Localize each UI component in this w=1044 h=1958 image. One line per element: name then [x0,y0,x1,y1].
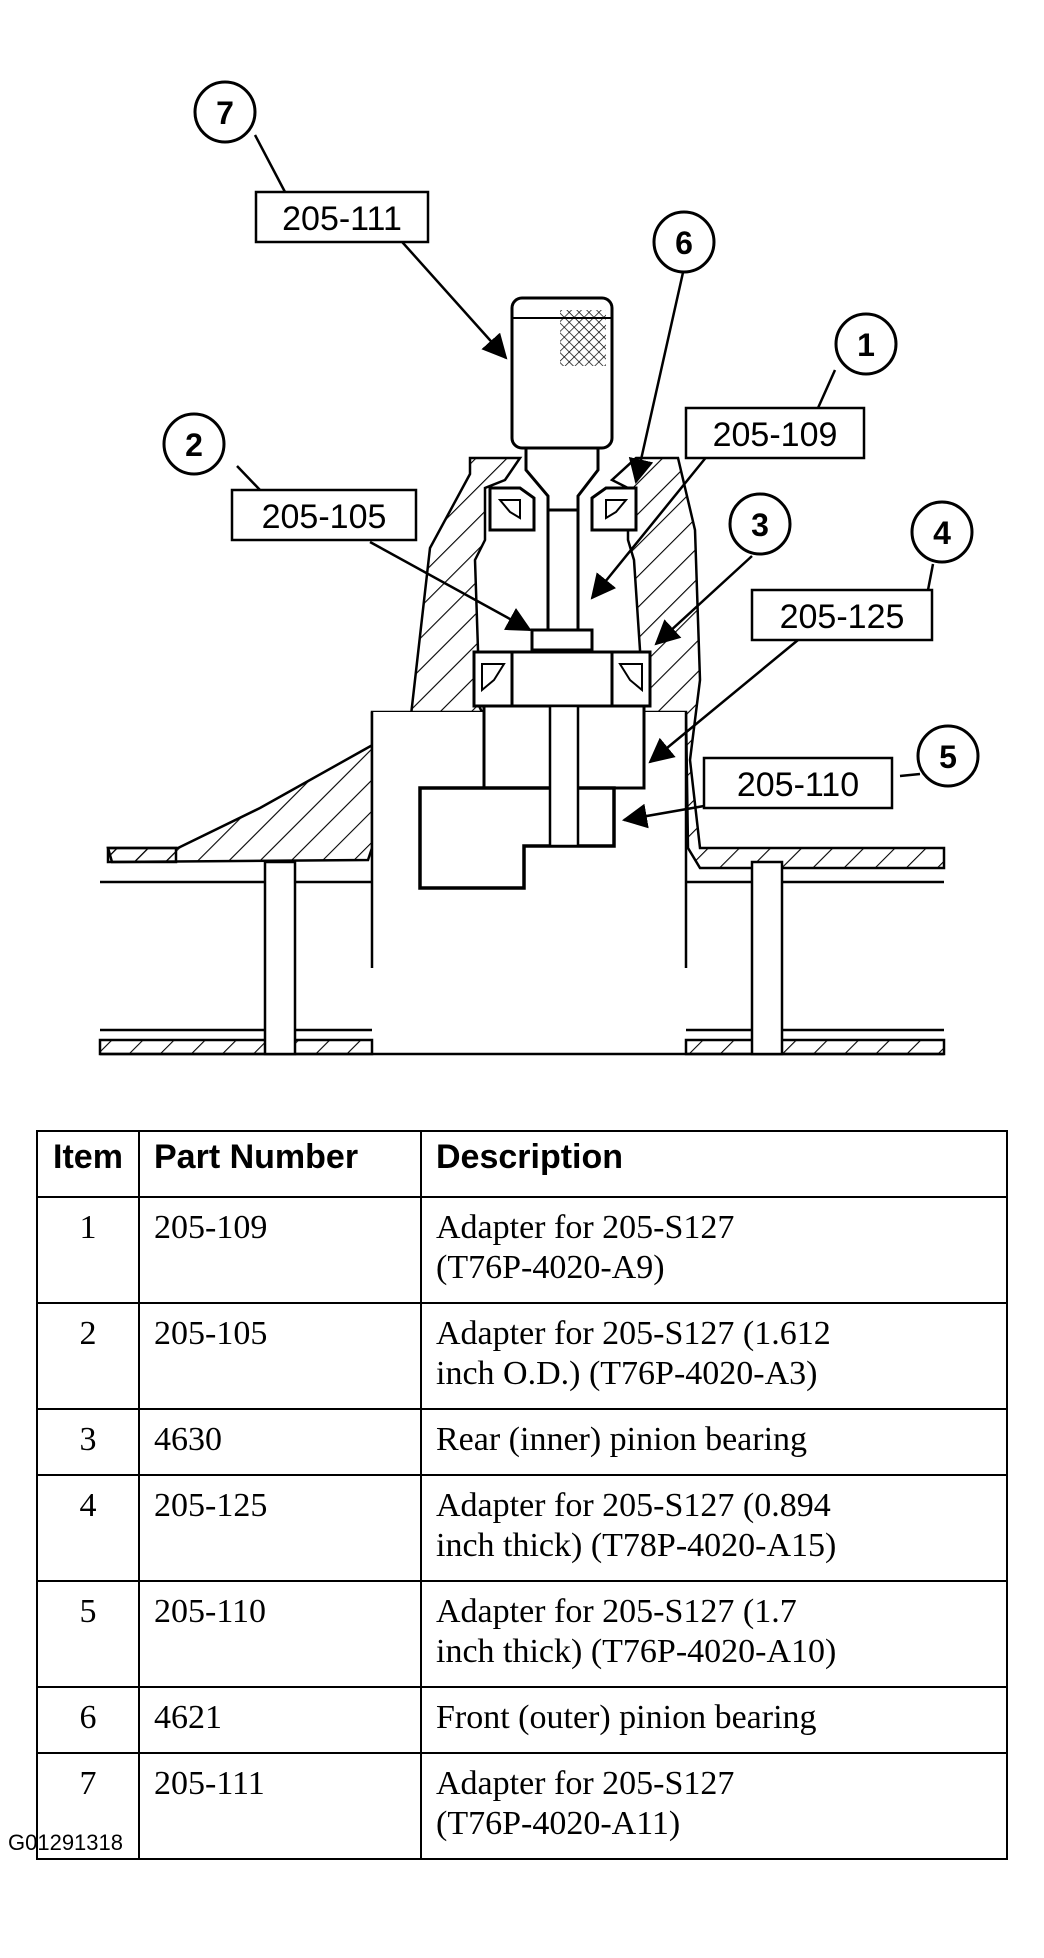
item-cell: 6 [36,1686,140,1754]
callout-7: 7 205-111 [193,80,430,244]
item-cell: 4 [36,1474,140,1582]
item-cell: 3 [36,1408,140,1476]
item-cell: 7 [36,1752,140,1860]
table-row: 6 4621 Front (outer) pinion bearing [36,1686,1008,1754]
callout-4-part-label: 205-125 [780,598,905,636]
callout-1: 1 205-109 [684,312,898,460]
svg-text:6: 6 [675,225,693,261]
callout-1-part-label: 205-109 [713,416,838,454]
part-number-cell: 205-111 [138,1752,422,1860]
table-row: 7 205-111 Adapter for 205-S127(T76P-4020… [36,1752,1008,1860]
part-number-cell: 205-125 [138,1474,422,1582]
header-part-number: Part Number [138,1130,422,1198]
callout-3: 3 [728,492,792,556]
svg-text:7: 7 [216,95,234,131]
header-description: Description [420,1130,1008,1198]
svg-text:2: 2 [185,427,203,463]
svg-text:4: 4 [933,515,951,551]
tool-assembly [418,296,652,890]
callout-2-part-label: 205-105 [262,498,387,536]
figure-id: G01291318 [8,1830,123,1855]
pinion-bearing-installation-diagram: 7 205-111 6 1 205-109 2 205-105 3 4 205-… [98,80,980,1056]
description-cell: Rear (inner) pinion bearing [420,1408,1008,1476]
svg-text:5: 5 [939,739,957,775]
table-row: 1 205-109 Adapter for 205-S127(T76P-4020… [36,1196,1008,1304]
part-number-cell: 4630 [138,1408,422,1476]
part-number-cell: 205-105 [138,1302,422,1410]
table-row: 3 4630 Rear (inner) pinion bearing [36,1408,1008,1476]
callout-5: 5 205-110 [702,724,980,810]
callout-5-part-label: 205-110 [737,766,859,804]
callout-7-part-label: 205-111 [282,200,402,238]
part-number-cell: 4621 [138,1686,422,1754]
item-cell: 1 [36,1196,140,1304]
callout-4: 4 205-125 [750,500,974,642]
description-cell: Adapter for 205-S127(T76P-4020-A9) [420,1196,1008,1304]
leader-lines [236,134,935,829]
svg-text:1: 1 [857,327,875,363]
table-header-row: Item Part Number Description [36,1130,1008,1198]
description-cell: Adapter for 205-S127(T76P-4020-A11) [420,1752,1008,1860]
item-cell: 5 [36,1580,140,1688]
parts-table: Item Part Number Description 1 205-109 A… [36,1130,1008,1860]
part-number-cell: 205-109 [138,1196,422,1304]
svg-text:3: 3 [751,507,769,543]
callout-2: 2 205-105 [162,412,418,542]
part-number-cell: 205-110 [138,1580,422,1688]
item-cell: 2 [36,1302,140,1410]
callout-6: 6 [652,210,716,274]
header-item: Item [36,1130,140,1198]
description-cell: Front (outer) pinion bearing [420,1686,1008,1754]
